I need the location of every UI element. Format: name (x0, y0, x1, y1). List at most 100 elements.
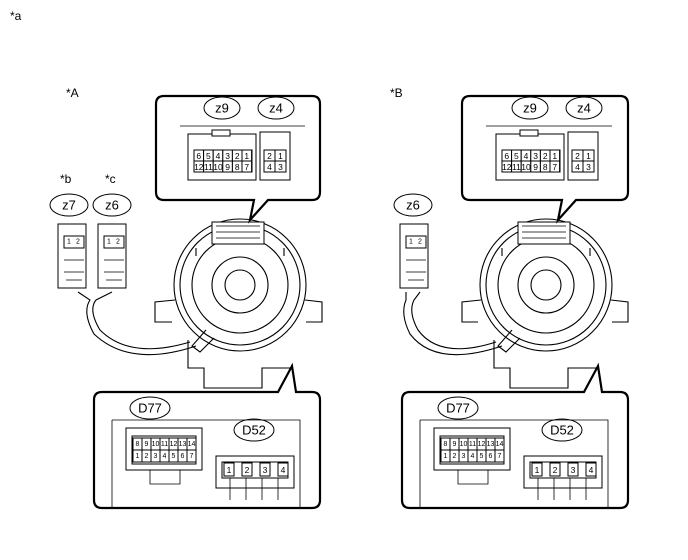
z9-a-pin-7: 7 (244, 162, 249, 172)
z9-b-pin-1: 1 (552, 151, 557, 161)
z9-b-pin-4: 4 (524, 151, 529, 161)
z9-a-pin-10: 10 (213, 162, 223, 172)
d52-a-pin-4-cell (277, 462, 289, 477)
d77-a-pin-12: 12 (170, 441, 178, 448)
z9-a-pin-9: 9 (225, 162, 230, 172)
d77-a-pin-7-cell (186, 449, 197, 463)
variant-a-z7-pin-2: 2 (76, 239, 80, 246)
d77-b-pin-10: 10 (460, 441, 468, 448)
z9-a-pin-11: 11 (204, 162, 213, 172)
d52-a-pin-2-cell (241, 462, 253, 477)
variant-a-side-connector-z7: *b z7 1 2 (49, 172, 89, 289)
variant-b-side-connector-z6: z6 1 2 (393, 193, 433, 289)
z4-b-pin-2: 2 (575, 151, 580, 161)
z4-b-pin-4: 4 (575, 162, 580, 172)
variant-b-label: *B (390, 86, 403, 100)
d77-b-pin-9: 9 (453, 441, 457, 448)
z4-b-pin-3: 3 (586, 162, 591, 172)
z9-b-pin-7-cell (549, 160, 561, 173)
d77-a-pin-4: 4 (163, 453, 167, 460)
variant-b-z6-pin-2: 2 (418, 239, 422, 246)
z4-a-pin-3: 3 (278, 162, 283, 172)
z4-a-pin-4: 4 (267, 162, 272, 172)
variant-b-z9-label: z9 (523, 101, 537, 116)
d52-a-pin-3: 3 (263, 465, 268, 475)
d52-b-pin-2: 2 (553, 465, 558, 475)
d77-b-pin-11: 11 (469, 441, 476, 448)
z4-b-pin-1: 1 (586, 151, 591, 161)
d52-b-pin-1: 1 (535, 465, 540, 475)
z9-b-pin-5: 5 (514, 151, 519, 161)
d77-a-pin-9: 9 (145, 441, 149, 448)
variant-b-z6-label: z6 (406, 198, 420, 213)
variant-a-side-connector-z6: *c z6 1 2 (92, 172, 132, 289)
d52-b-pin-4-cell (585, 462, 597, 477)
d77-b-pin-3: 3 (462, 453, 466, 460)
d77-b-pin-1: 1 (444, 453, 448, 460)
figure-label: *a (10, 9, 22, 23)
variant-b-d77-label: D77 (446, 401, 470, 416)
d77-a-pin-13: 13 (179, 441, 187, 448)
variant-b-d52-label: D52 (550, 423, 574, 438)
d77-a-pin-11: 11 (161, 441, 168, 448)
z4-a-pin-3-cell (274, 160, 287, 173)
z9-a-pin-2: 2 (235, 151, 240, 161)
d77-b-pin-2: 2 (453, 453, 457, 460)
d77-b-pin-4: 4 (471, 453, 475, 460)
variant-a-z7-pin-1: 1 (67, 239, 71, 246)
d52-b-pin-3-cell (567, 462, 579, 477)
z9-b-pin-8: 8 (543, 162, 548, 172)
z9-b-pin-11: 11 (512, 162, 521, 172)
variant-a-z4-label: z4 (269, 101, 283, 116)
d77-a-pin-5: 5 (172, 453, 176, 460)
d52-a-pin-2: 2 (245, 465, 250, 475)
z9-a-pin-12: 12 (194, 162, 204, 172)
z9-b-pin-6: 6 (504, 151, 509, 161)
z9-a-pin-8: 8 (235, 162, 240, 172)
z9-b-pin-12: 12 (502, 162, 512, 172)
d52-b-pin-4: 4 (589, 465, 594, 475)
d52-b-pin-1-cell (531, 462, 543, 477)
d77-b-pin-6: 6 (489, 453, 493, 460)
z9-b-pin-7: 7 (552, 162, 557, 172)
variant-b-z4-label: z4 (577, 101, 591, 116)
z9-b-pin-3: 3 (533, 151, 538, 161)
variant-a-z6-label: z6 (105, 198, 119, 213)
variant-a: *A z9 z4 (49, 86, 323, 510)
variant-a-z9-label: z9 (215, 101, 229, 116)
z9-a-pin-1: 1 (244, 151, 249, 161)
d77-b-pin-8: 8 (444, 441, 448, 448)
d77-b-pin-12: 12 (478, 441, 486, 448)
d77-a-pin-7: 7 (190, 453, 194, 460)
variant-b-spiral-cable (403, 218, 629, 389)
variant-a-label: *A (66, 86, 79, 100)
variant-a-d77-label: D77 (138, 401, 162, 416)
variant-a-z6-pin-2: 2 (116, 239, 120, 246)
variant-b-z6-pin-1: 1 (409, 239, 413, 246)
d52-a-pin-1: 1 (227, 465, 232, 475)
variant-a-spiral-cable (77, 218, 323, 389)
d52-a-pin-1-cell (223, 462, 235, 477)
z4-b-pin-3-cell (582, 160, 595, 173)
z9-a-pin-7-cell (241, 160, 253, 173)
d77-a-pin-14: 14 (188, 441, 196, 448)
d77-a-pin-2: 2 (145, 453, 149, 460)
variant-a-z7-label: z7 (62, 198, 76, 213)
variant-a-z6-star: *c (105, 172, 116, 186)
z9-b-pin-10: 10 (521, 162, 531, 172)
variant-a-z7-star: *b (60, 172, 72, 186)
variant-a-z6-pin-1: 1 (107, 239, 111, 246)
d77-a-pin-8: 8 (136, 441, 140, 448)
z9-a-pin-4: 4 (216, 151, 221, 161)
z9-a-pin-6: 6 (196, 151, 201, 161)
